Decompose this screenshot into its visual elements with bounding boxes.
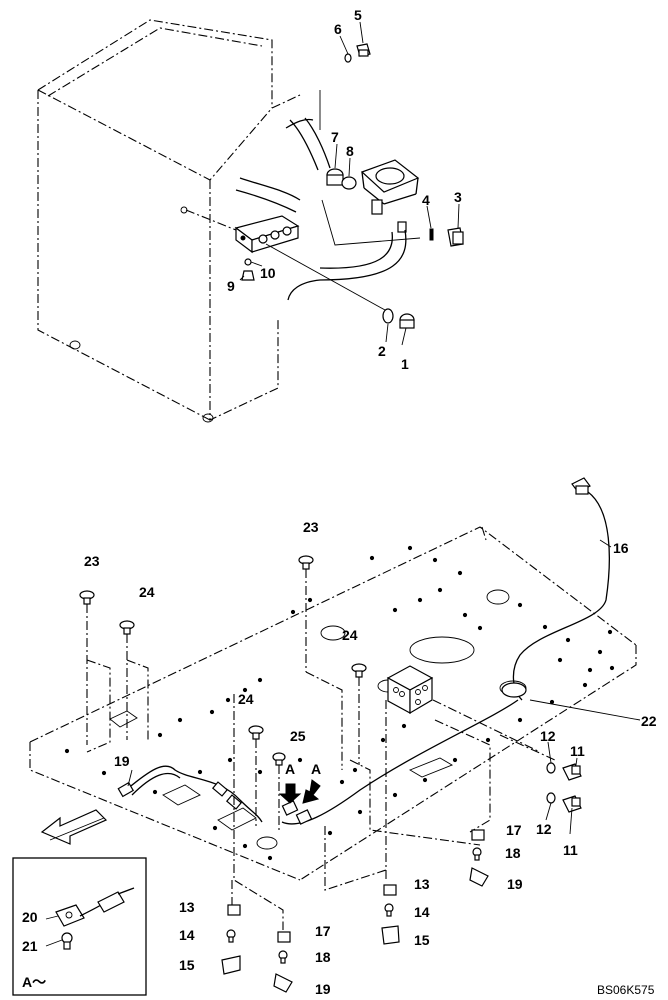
harness-19 (117, 765, 263, 823)
callout-19: 19 (114, 753, 130, 769)
callout-24: 24 (238, 691, 254, 707)
o-ring-6 (344, 53, 352, 63)
callout-17: 17 (315, 923, 331, 939)
callout-23: 23 (303, 519, 319, 535)
callout-15: 15 (179, 957, 195, 973)
view-mark-a: A (285, 761, 295, 777)
harness-16 (281, 477, 610, 825)
callout-23: 23 (84, 553, 100, 569)
fittings-11-12 (546, 762, 582, 813)
callout-25: 25 (290, 728, 306, 744)
view-mark-a: A (311, 761, 321, 777)
callout-7: 7 (331, 129, 339, 145)
callout-2: 2 (378, 343, 386, 359)
callout-13: 13 (179, 899, 195, 915)
drawing-code: BS06K575 (597, 983, 655, 997)
callout-4: 4 (422, 192, 430, 208)
callout-12: 12 (540, 728, 556, 744)
floor-plate (29, 526, 637, 881)
callout-21: 21 (22, 938, 38, 954)
callout-11: 11 (563, 842, 578, 858)
clamps-and-grommets (221, 829, 489, 993)
plug-7 (326, 168, 344, 186)
callout-20: 20 (22, 909, 38, 925)
bottom-leader-lines (45, 539, 641, 947)
top-leader-lines (239, 21, 460, 346)
callout-14: 14 (179, 927, 195, 943)
callout-24: 24 (139, 584, 155, 600)
front-arrow (40, 809, 108, 845)
callout-19: 19 (315, 981, 331, 997)
callout-13: 13 (414, 876, 430, 892)
callout-17: 17 (506, 822, 522, 838)
callout-19: 19 (507, 876, 523, 892)
o-ring-8 (341, 176, 357, 190)
o-ring-2 (382, 308, 394, 324)
callout-6: 6 (334, 21, 342, 37)
plug-1 (399, 313, 415, 329)
callout-1: 1 (401, 356, 409, 372)
plug-3 (447, 227, 464, 247)
seal-10 (244, 258, 252, 266)
callout-14: 14 (414, 904, 430, 920)
callout-12: 12 (536, 821, 552, 837)
fitting-9 (241, 270, 255, 281)
pin-4 (429, 228, 434, 241)
callout-22: 22 (641, 713, 657, 729)
callout-10: 10 (260, 265, 276, 281)
callout-labels: 5 6 7 8 3 4 10 9 2 1 16 23 23 24 24 24 2… (22, 7, 657, 997)
valve-block (386, 665, 434, 715)
plug-5 (356, 43, 371, 57)
callout-15: 15 (414, 932, 430, 948)
callout-24: 24 (342, 627, 358, 643)
callout-18: 18 (505, 845, 521, 861)
callout-5: 5 (354, 7, 362, 23)
callout-9: 9 (227, 278, 235, 294)
callout-11: 11 (570, 743, 585, 759)
detail-box-a (12, 857, 147, 996)
detail-caption: A～ (22, 974, 46, 990)
callout-8: 8 (346, 143, 354, 159)
connector-group-a (278, 779, 321, 825)
callout-16: 16 (613, 540, 629, 556)
hydraulic-tank (37, 19, 421, 423)
callout-18: 18 (315, 949, 331, 965)
callout-3: 3 (454, 189, 462, 205)
bolts-and-leaders (79, 555, 556, 930)
